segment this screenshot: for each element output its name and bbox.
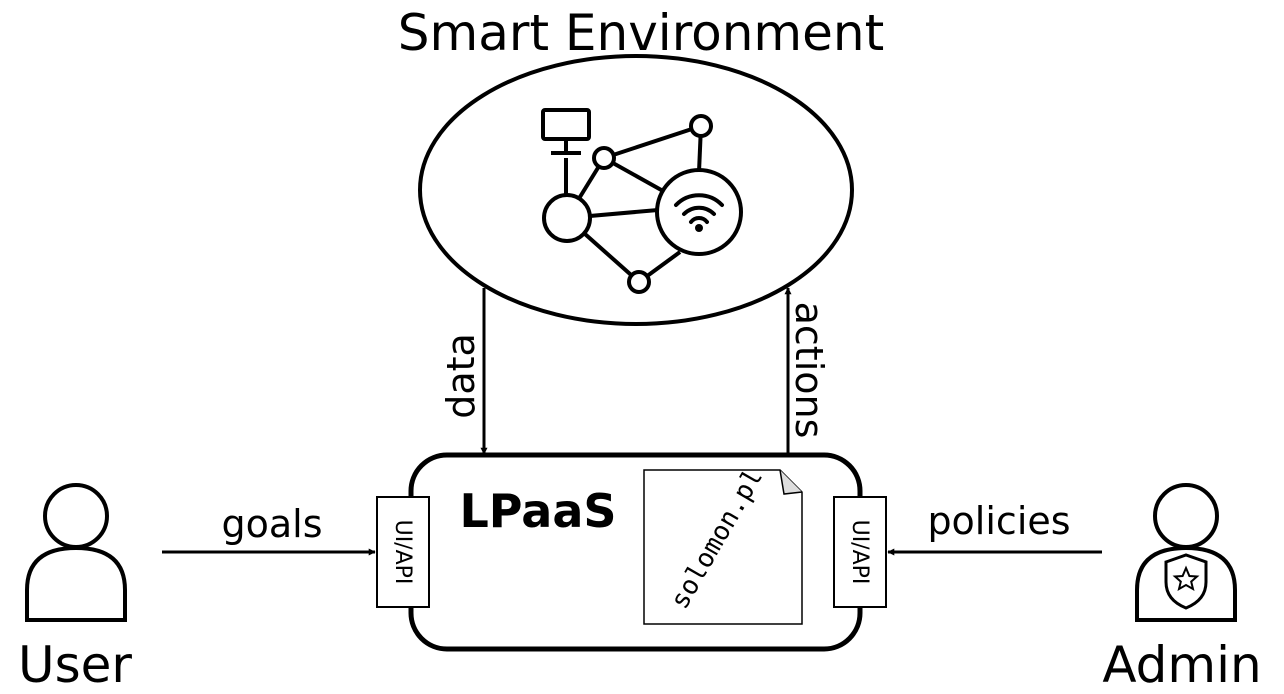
iot-network-icon (542, 114, 743, 294)
admin-shield-icon (1135, 483, 1237, 622)
smart-environment-ellipse (418, 54, 854, 326)
user-icon (25, 483, 127, 622)
actions-label: actions (787, 302, 831, 439)
monitor-icon (541, 108, 591, 155)
policies-label: policies (927, 499, 1070, 543)
wifi-icon (674, 193, 724, 232)
user-interface-label: UI/API (390, 520, 415, 585)
diagram-title: Smart Environment (398, 4, 884, 62)
user-interface-box (376, 496, 430, 608)
goals-label: goals (221, 502, 322, 546)
data-label: data (439, 333, 483, 419)
user-label: User (18, 636, 132, 694)
admin-label: Admin (1102, 636, 1261, 694)
admin-interface-label: UI/API (847, 520, 872, 585)
program-file-icon (643, 469, 803, 625)
admin-interface-box (833, 496, 887, 608)
lpaas-label: LPaaS (459, 484, 616, 538)
